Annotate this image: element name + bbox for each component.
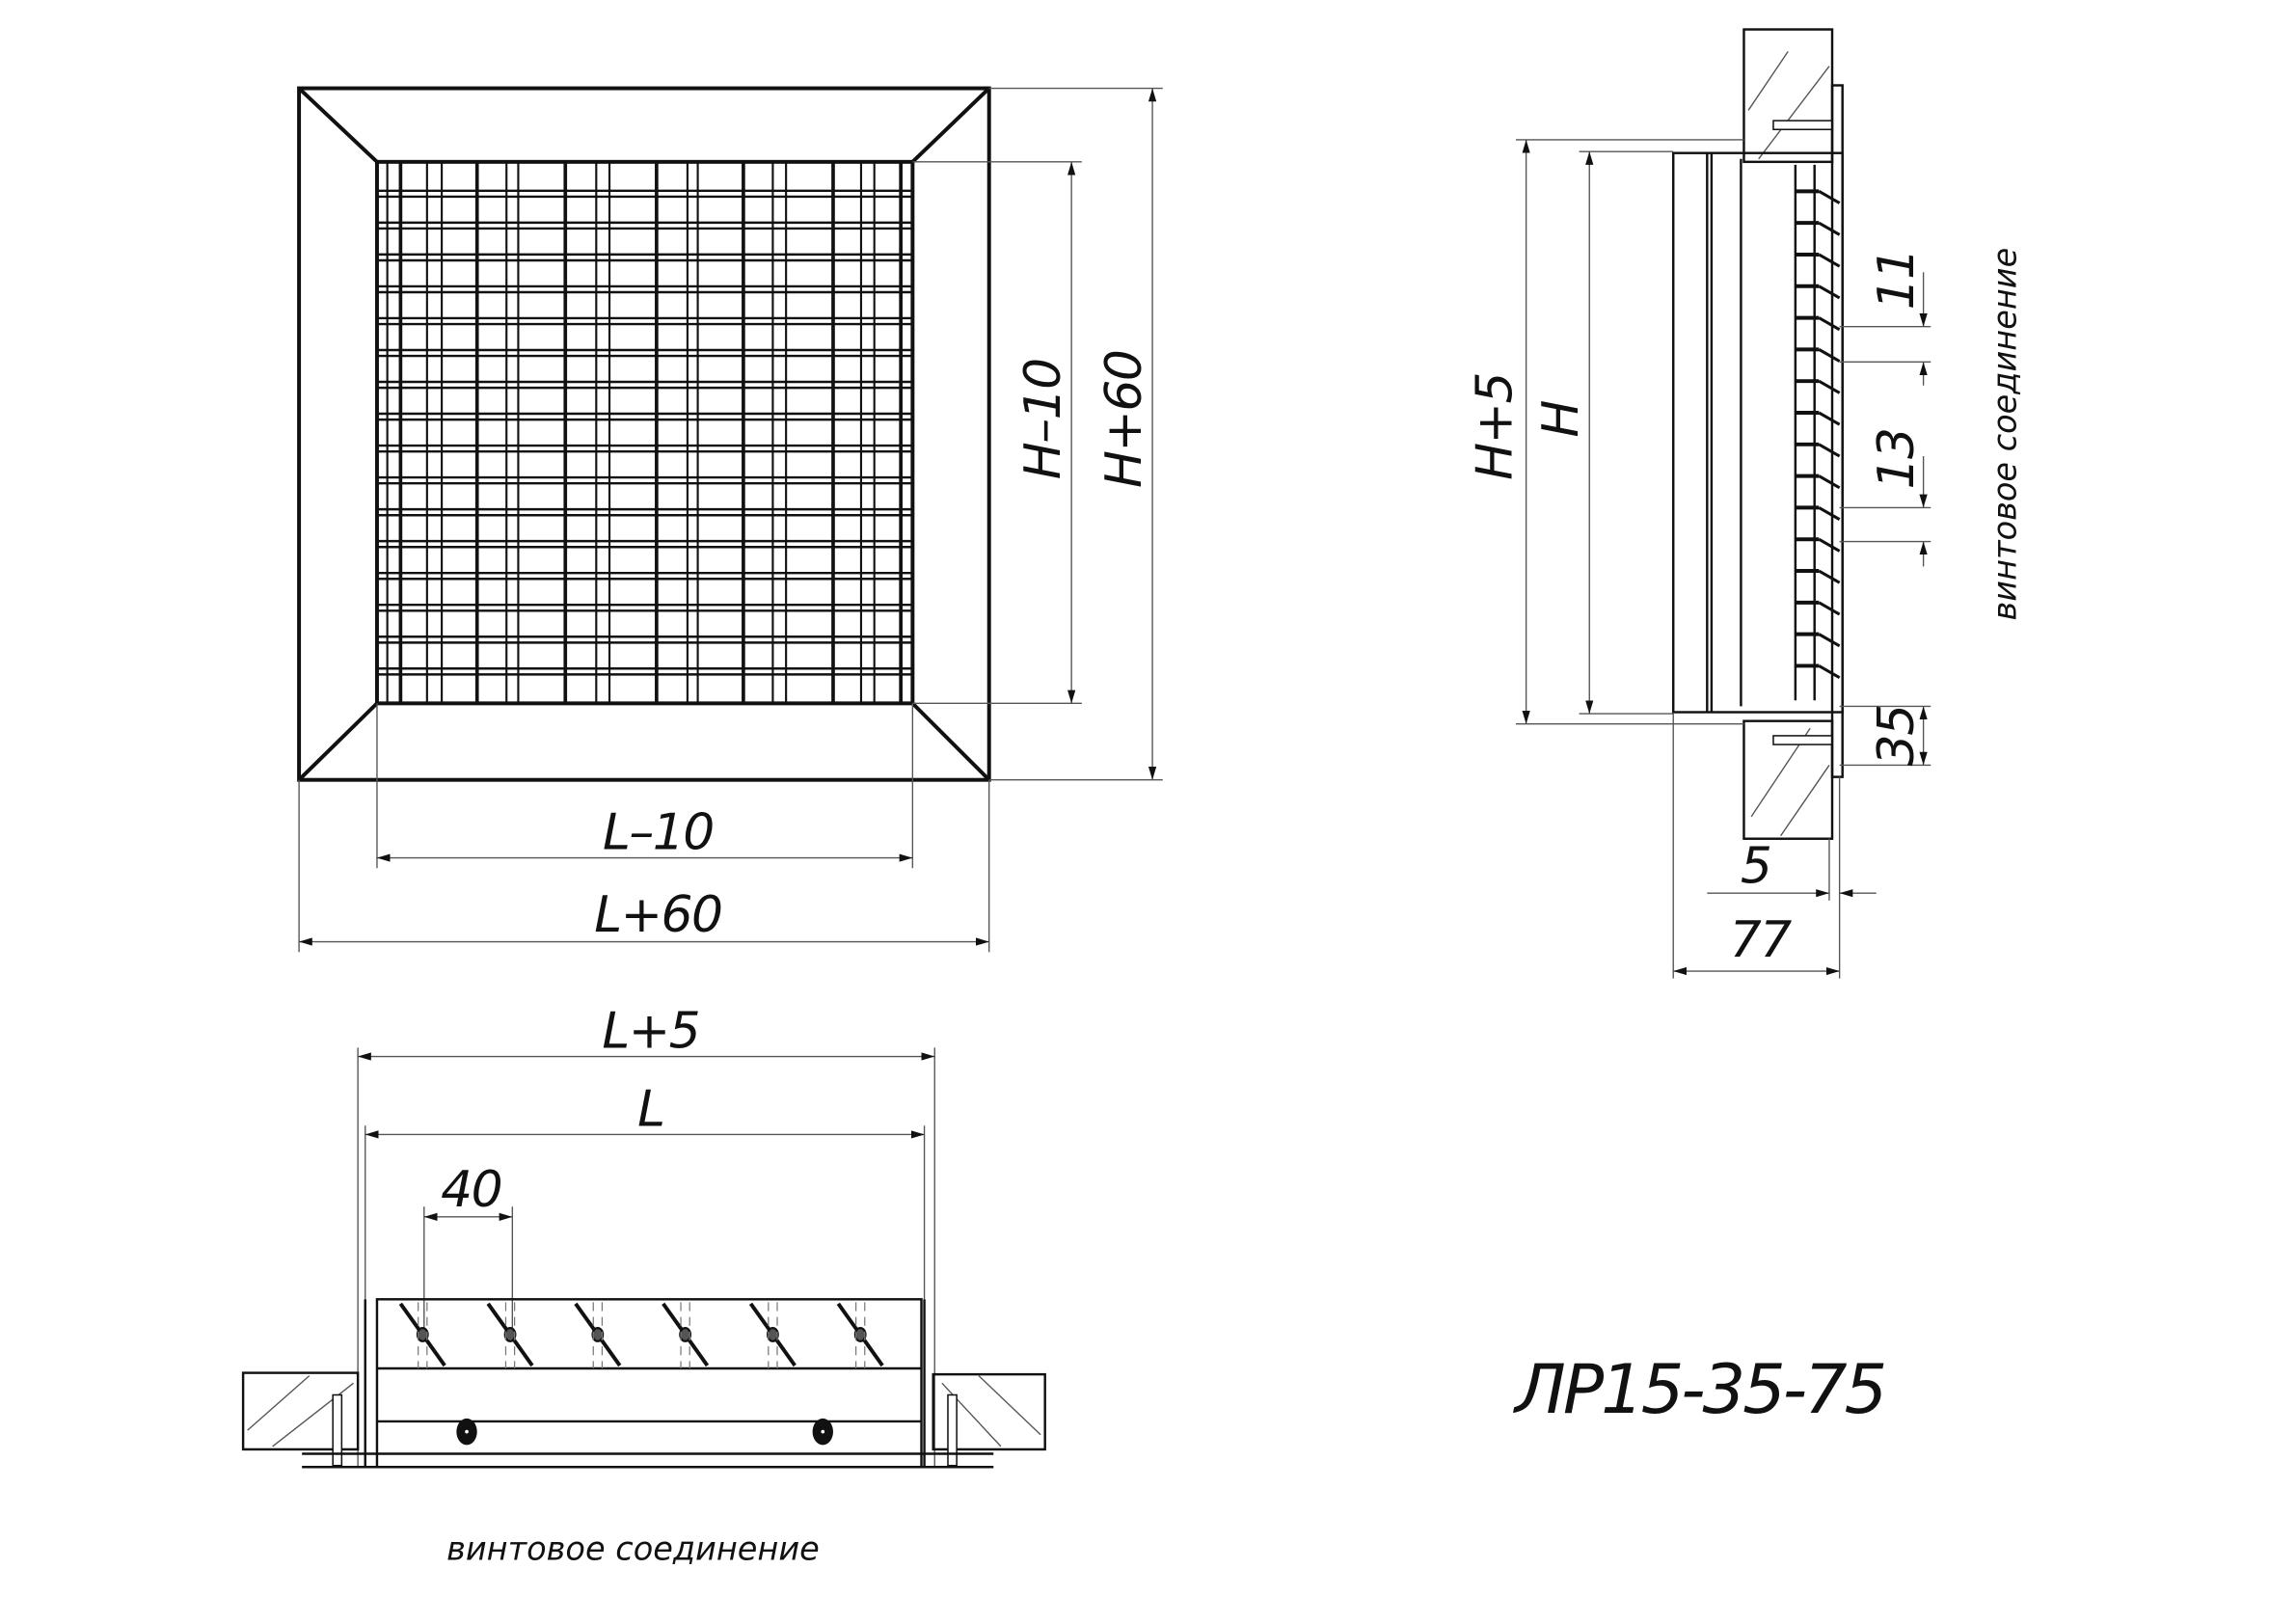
- dim-height-outer: H+60: [1095, 351, 1153, 488]
- section-blades: [398, 1302, 884, 1369]
- line: [1818, 411, 1841, 426]
- wall-top: [1742, 28, 1834, 164]
- extension-lines: [298, 87, 1163, 953]
- screw-heads: [456, 1418, 833, 1446]
- dim-height: H: [1532, 401, 1590, 438]
- blade-pivot: [416, 1327, 429, 1342]
- line: [1818, 506, 1841, 521]
- section-note-screw-connection: винтовое соединение: [446, 1529, 820, 1567]
- line: [1818, 569, 1841, 584]
- wall-bottom: [1742, 719, 1834, 840]
- line: [1818, 284, 1841, 300]
- dim-flange: 35: [1868, 705, 1926, 766]
- dim-height-inner: H–10: [1014, 359, 1072, 479]
- blade-pivot: [503, 1327, 517, 1342]
- section-dimension-lines: [358, 1052, 935, 1221]
- dim-blade-pitch-section: 40: [441, 1161, 501, 1219]
- dim-width: L: [637, 1080, 663, 1138]
- frame-bevels: [297, 87, 991, 782]
- grille-body: [1672, 151, 1844, 714]
- blade-pivot: [853, 1327, 867, 1342]
- front-view: L–10 L+60 H–10 H+60: [297, 86, 1163, 953]
- line: [1818, 601, 1841, 616]
- line: [1818, 379, 1841, 394]
- side-extension-lines: [1515, 139, 1931, 979]
- side-dimension-lines: [1522, 139, 1928, 976]
- line: [1818, 348, 1841, 363]
- line: [1818, 190, 1841, 204]
- blade-pivot: [591, 1327, 605, 1342]
- dim-blade-gap: 11: [1868, 249, 1926, 310]
- blade-pivot: [679, 1327, 692, 1342]
- line: [1818, 633, 1841, 648]
- side-note-screw-connection: винтовое соединение: [1986, 248, 2024, 621]
- section-view: L+5 L 40 винтовое соединение: [241, 1002, 1046, 1567]
- dim-width-outer: L+60: [594, 886, 721, 944]
- line: [1818, 474, 1841, 490]
- side-view: H+5 H 11 13 35 5 77 винтовое соединение: [1466, 28, 2024, 979]
- blade-pivot: [767, 1327, 779, 1342]
- line: [1818, 664, 1841, 679]
- dim-height-frame: H+5: [1466, 373, 1524, 480]
- dim-depth: 77: [1730, 911, 1792, 969]
- line: [1818, 221, 1841, 236]
- wall-left: [241, 1371, 360, 1467]
- dim-blade-pitch: 13: [1868, 429, 1926, 490]
- line: [1818, 253, 1841, 268]
- dimension-lines: [299, 88, 1157, 946]
- outer-frame: [297, 86, 991, 782]
- louver-grille: [376, 161, 913, 704]
- dim-offset: 5: [1741, 838, 1770, 896]
- section-body: [302, 1298, 994, 1469]
- line: [1818, 443, 1841, 458]
- model-label: ЛР15-35-75: [1512, 1350, 1884, 1429]
- line: [1818, 316, 1841, 332]
- side-louver-blades: [1795, 189, 1841, 679]
- line: [1818, 537, 1841, 553]
- wall-right: [932, 1372, 1046, 1467]
- dim-width-frame: L+5: [602, 1002, 699, 1060]
- inner-opening: [374, 159, 915, 706]
- dim-width-inner: L–10: [603, 803, 714, 861]
